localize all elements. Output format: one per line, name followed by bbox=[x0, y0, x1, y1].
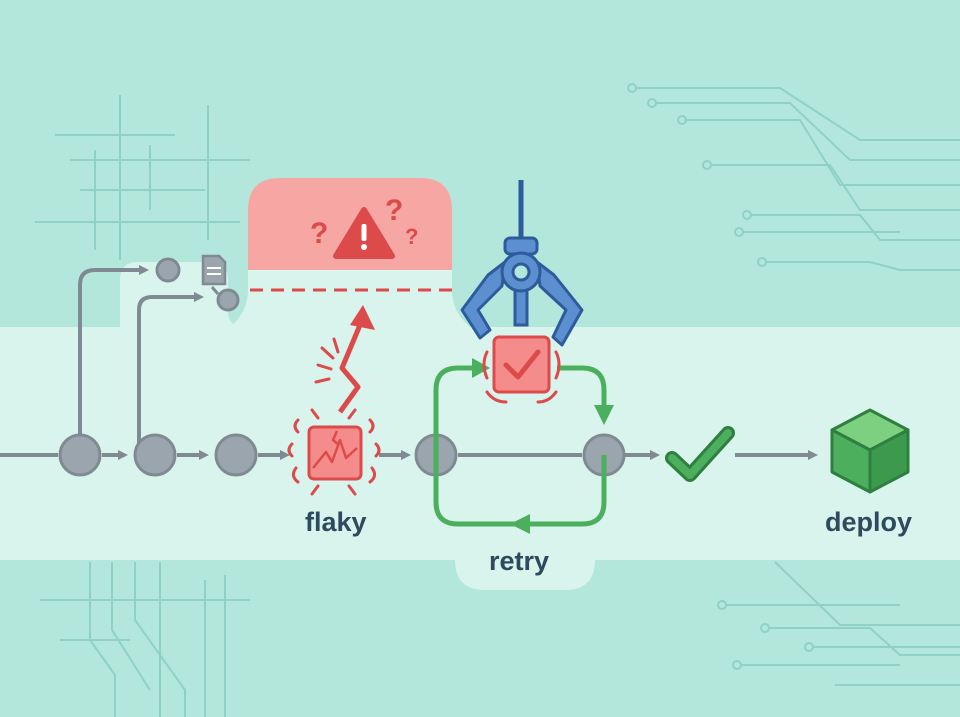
svg-text:?: ? bbox=[310, 217, 328, 250]
warning-icon bbox=[333, 207, 395, 259]
package-cube-icon bbox=[830, 408, 910, 494]
flaky-label: flaky bbox=[305, 507, 367, 537]
check-icon bbox=[665, 426, 735, 482]
flaky-bounce-arrow bbox=[314, 305, 375, 414]
retry-loop-arrow bbox=[433, 358, 614, 534]
circuit-decoration-top-right bbox=[627, 83, 960, 271]
source-feeds bbox=[78, 265, 204, 455]
stage-node-2 bbox=[133, 433, 177, 477]
question-mark-icon: ? ? ? bbox=[310, 194, 418, 250]
source-node bbox=[155, 257, 240, 312]
circuit-decoration-bottom-right bbox=[717, 561, 960, 686]
svg-text:?: ? bbox=[385, 194, 403, 227]
retry-label: retry bbox=[489, 546, 550, 576]
passed-test-icon bbox=[482, 335, 561, 404]
svg-text:?: ? bbox=[405, 224, 418, 249]
retry-tab bbox=[455, 555, 595, 590]
document-icon bbox=[201, 254, 227, 286]
circuit-decoration-bottom-left bbox=[40, 562, 250, 717]
gripper-icon bbox=[460, 180, 584, 347]
broken-test-icon bbox=[287, 408, 381, 496]
deploy-label: deploy bbox=[825, 507, 913, 537]
stage-node-3 bbox=[214, 433, 258, 477]
grid-decoration-top-left bbox=[35, 95, 250, 260]
stage-node-1 bbox=[58, 433, 102, 477]
